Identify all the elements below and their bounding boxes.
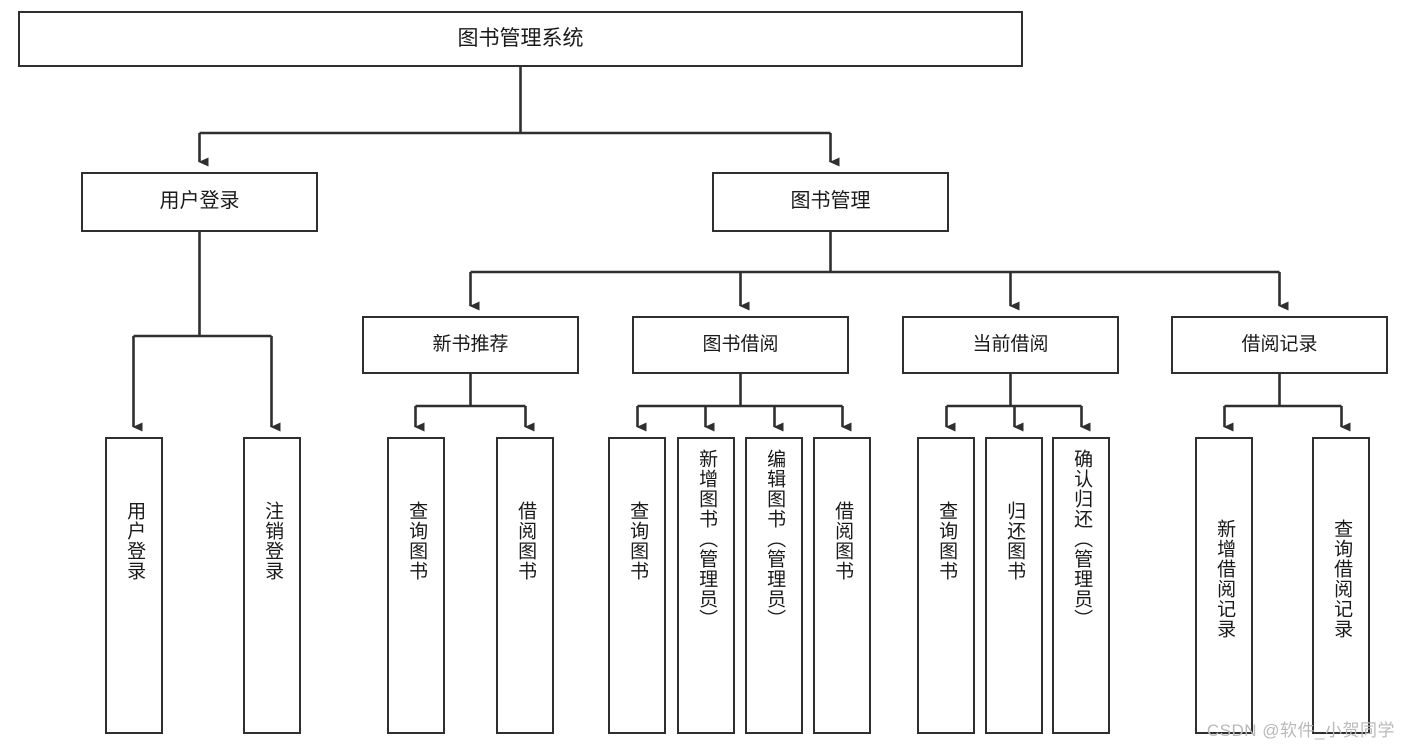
node-leaf-borrow-book-1-label: 借阅图书 — [515, 501, 537, 581]
node-leaf-query-record[interactable]: 查询借阅记录 — [1312, 437, 1370, 734]
node-leaf-query-book-1[interactable]: 查询图书 — [387, 437, 445, 734]
node-leaf-confirm-return-label: 确认归还（管理员） — [1071, 449, 1093, 629]
node-leaf-borrow-book-2-label: 借阅图书 — [832, 501, 854, 581]
node-leaf-query-record-label: 查询借阅记录 — [1331, 519, 1353, 639]
node-new-book-recommend[interactable]: 新书推荐 — [362, 316, 579, 374]
csdn-watermark: CSDN @软件_小贺同学 — [1206, 721, 1395, 740]
node-leaf-add-book[interactable]: 新增图书（管理员） — [677, 437, 735, 734]
node-new-book-recommend-label: 新书推荐 — [432, 333, 509, 355]
node-leaf-query-book-1-label: 查询图书 — [406, 501, 428, 581]
node-leaf-query-book-2[interactable]: 查询图书 — [608, 437, 666, 734]
node-leaf-add-record-label: 新增借阅记录 — [1214, 519, 1236, 639]
node-leaf-add-record[interactable]: 新增借阅记录 — [1195, 437, 1253, 734]
node-leaf-logout[interactable]: 注销登录 — [243, 437, 301, 734]
node-leaf-user-login[interactable]: 用户登录 — [105, 437, 163, 734]
node-borrow-record[interactable]: 借阅记录 — [1171, 316, 1388, 374]
node-leaf-query-book-3-label: 查询图书 — [936, 501, 958, 581]
node-leaf-user-login-label: 用户登录 — [124, 501, 146, 581]
node-leaf-edit-book[interactable]: 编辑图书（管理员） — [745, 437, 803, 734]
node-book-manage-label: 图书管理 — [790, 190, 871, 213]
node-user-login[interactable]: 用户登录 — [81, 172, 318, 232]
node-book-manage[interactable]: 图书管理 — [712, 172, 949, 232]
node-current-borrow-label: 当前借阅 — [972, 333, 1049, 355]
node-user-login-label: 用户登录 — [159, 190, 240, 213]
node-leaf-query-book-2-label: 查询图书 — [627, 501, 649, 581]
node-leaf-logout-label: 注销登录 — [262, 501, 284, 581]
node-leaf-return-book-label: 归还图书 — [1004, 501, 1026, 581]
node-root-label: 图书管理系统 — [457, 26, 584, 50]
node-leaf-borrow-book-1[interactable]: 借阅图书 — [496, 437, 554, 734]
node-leaf-query-book-3[interactable]: 查询图书 — [917, 437, 975, 734]
node-book-borrow-label: 图书借阅 — [702, 333, 779, 355]
node-leaf-add-book-label: 新增图书（管理员） — [696, 449, 718, 629]
node-borrow-record-label: 借阅记录 — [1241, 333, 1318, 355]
node-book-borrow[interactable]: 图书借阅 — [632, 316, 849, 374]
node-leaf-return-book[interactable]: 归还图书 — [985, 437, 1043, 734]
node-leaf-edit-book-label: 编辑图书（管理员） — [764, 449, 786, 629]
node-current-borrow[interactable]: 当前借阅 — [902, 316, 1119, 374]
node-root-system[interactable]: 图书管理系统 — [18, 11, 1023, 67]
node-leaf-borrow-book-2[interactable]: 借阅图书 — [813, 437, 871, 734]
node-leaf-confirm-return[interactable]: 确认归还（管理员） — [1052, 437, 1110, 734]
